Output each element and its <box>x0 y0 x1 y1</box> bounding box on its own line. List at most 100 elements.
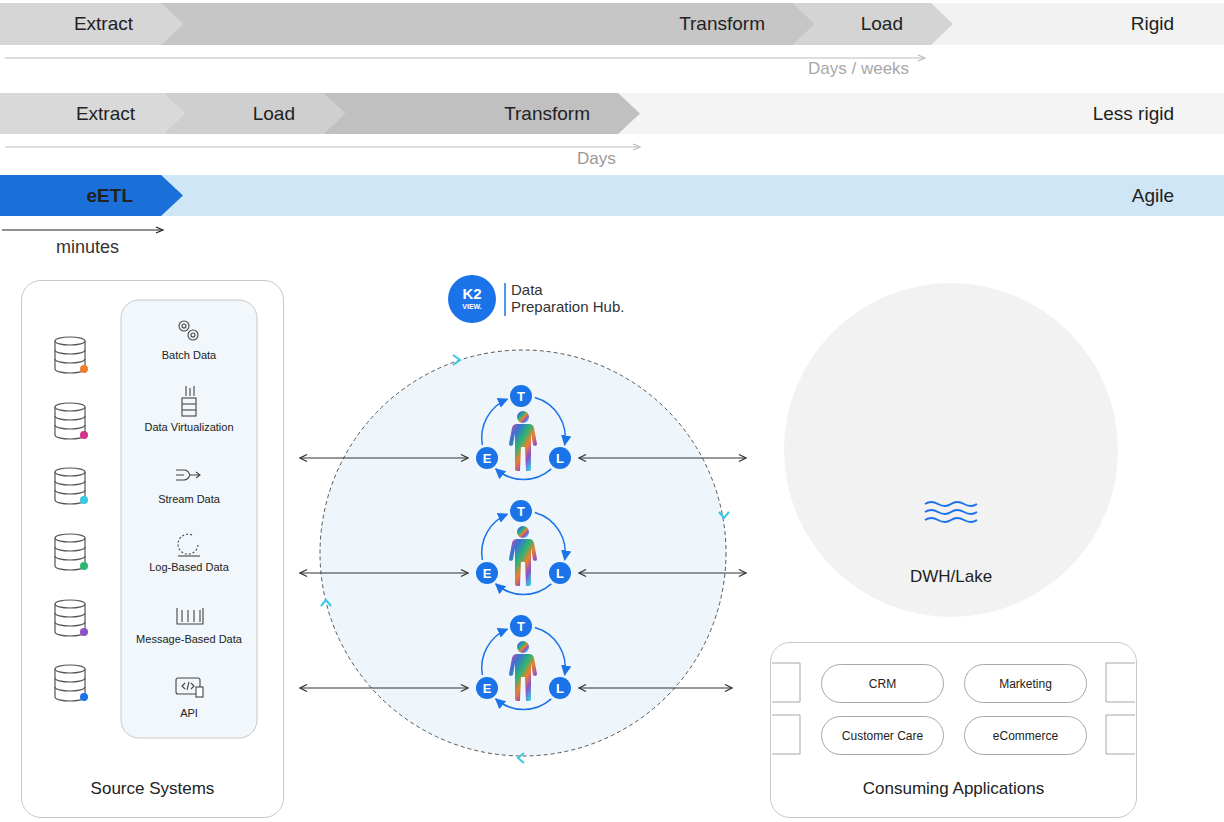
stage-chevron: Transform <box>323 93 640 134</box>
stage-circle: L <box>549 562 571 584</box>
decor-ellipse <box>55 665 85 673</box>
source-type-label: Message-Based Data <box>136 633 242 645</box>
process-band: Less rigid Extract Load Transform <box>0 93 1224 134</box>
hub-cycle-arrows <box>321 355 729 763</box>
connector <box>482 399 508 445</box>
decor-path <box>925 502 977 506</box>
decor-path <box>176 470 200 480</box>
decor-line <box>182 409 196 410</box>
stage-circle: L <box>549 677 571 699</box>
source-type-label: Log-Based Data <box>149 561 229 573</box>
database-icon <box>55 468 88 504</box>
app-box: Marketing <box>964 664 1087 703</box>
connector <box>579 457 746 458</box>
person-figure <box>509 526 537 586</box>
decor-circle <box>188 330 198 340</box>
decor-circle <box>80 431 88 439</box>
decor-line <box>189 388 190 396</box>
decor-path <box>182 682 194 690</box>
connector <box>496 584 552 595</box>
decor-path <box>55 678 85 691</box>
node-text: Extract <box>74 13 133 35</box>
source-inner-panel <box>121 300 257 738</box>
decor-path <box>55 416 85 429</box>
node-text: Less rigid <box>1093 103 1174 125</box>
node-text: T <box>517 504 525 519</box>
connector <box>496 699 552 710</box>
decor-path <box>55 350 85 363</box>
decor-path <box>719 512 729 518</box>
decor-circle <box>80 693 88 701</box>
decor-circle <box>182 324 186 328</box>
app-box: eCommerce <box>964 716 1087 755</box>
node-text: E <box>483 451 492 466</box>
decor-path <box>178 534 198 554</box>
person-figure <box>509 641 537 701</box>
stage-circle: T <box>510 385 532 407</box>
connector <box>300 457 468 458</box>
node-text: L <box>556 451 564 466</box>
logo-text: VIEW. <box>462 303 481 310</box>
decor-path <box>772 715 800 754</box>
stage-chevron: Extract <box>0 3 183 45</box>
decor-path <box>925 518 977 522</box>
connector <box>535 397 565 444</box>
hub-circle <box>320 350 726 756</box>
node-text: Marketing <box>999 677 1052 691</box>
decor-path <box>55 613 85 626</box>
logo-title: Preparation Hub. <box>511 298 624 315</box>
lake-waves <box>925 502 977 522</box>
connector <box>496 469 552 480</box>
stage-circle: E <box>476 677 498 699</box>
lake-circle <box>784 283 1118 617</box>
stage-circle: L <box>549 447 571 469</box>
decor-path <box>55 547 85 560</box>
node-text: eCommerce <box>993 729 1058 743</box>
decor-circle <box>80 562 88 570</box>
node-text: Agile <box>1132 185 1174 207</box>
stage-circle: E <box>476 447 498 469</box>
decor-line <box>2 229 162 230</box>
database-icon <box>55 665 88 701</box>
decor-path <box>1106 715 1135 754</box>
source-panel: Source Systems <box>21 280 284 818</box>
app-box: Customer Care <box>821 716 944 755</box>
database-icon <box>55 337 88 373</box>
stage-chevron: Extract <box>0 93 185 134</box>
apps-box-bg <box>770 642 1137 818</box>
node-text: L <box>556 681 564 696</box>
decor-line <box>5 146 639 147</box>
logo-circle <box>448 275 496 323</box>
duration-label: minutes <box>56 237 119 258</box>
decor-path <box>453 355 460 365</box>
decor-ellipse <box>55 403 85 411</box>
connector <box>535 627 565 674</box>
node-text: Load <box>253 103 295 125</box>
process-band: AgileeETL <box>0 175 1224 216</box>
node-text: E <box>483 566 492 581</box>
database-icon <box>55 600 88 636</box>
decor-path <box>55 481 85 494</box>
decor-line <box>193 386 194 396</box>
decor-line <box>182 403 196 404</box>
node-text: T <box>517 619 525 634</box>
connector <box>482 629 508 675</box>
decor-path <box>633 144 640 150</box>
decor-path <box>178 555 200 556</box>
logo-text: K2 <box>462 285 481 302</box>
decor-circle <box>80 496 88 504</box>
duration-label: Days / weeks <box>808 59 909 79</box>
connector <box>482 514 508 560</box>
database-icon <box>55 534 88 570</box>
node-text: E <box>483 681 492 696</box>
logo-title: Data <box>511 281 543 298</box>
node-text: Consuming Applications <box>863 779 1044 799</box>
decor-rect <box>196 687 203 697</box>
decor-path <box>772 663 800 702</box>
connector <box>579 572 746 573</box>
decor-circle <box>80 628 88 636</box>
lake-circle: DWH/Lake <box>784 283 1118 617</box>
connector <box>535 512 565 559</box>
stage-circle: E <box>476 562 498 584</box>
